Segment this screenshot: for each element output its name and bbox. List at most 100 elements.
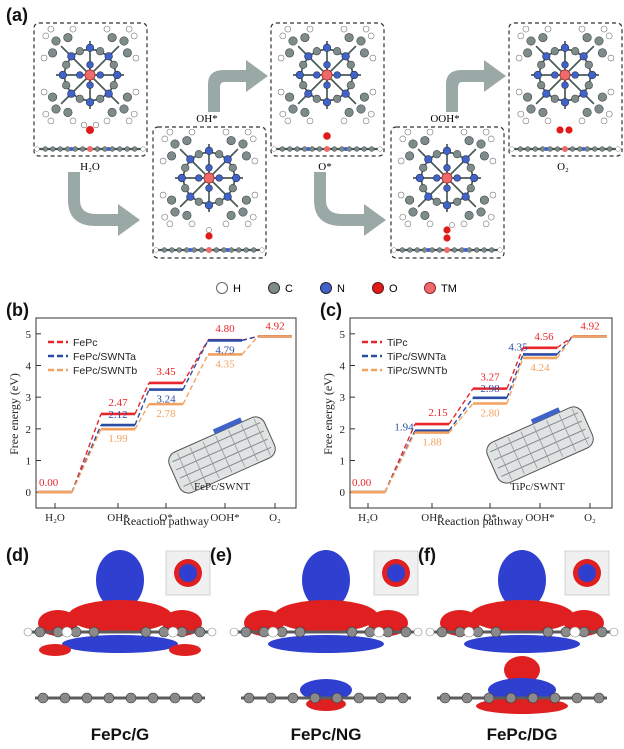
xtick-label-b-1: OH* <box>107 512 128 524</box>
panel-f-label: (f) <box>418 545 436 565</box>
label-ooh: OOH* <box>430 113 459 125</box>
panel-e-charge-density: (e) <box>210 545 424 711</box>
legend-label-b-2: FePc/SWNTb <box>73 365 137 377</box>
ylabel-b: Free energy (eV) <box>7 373 21 455</box>
panel-d-charge-density: (d) <box>6 545 218 705</box>
legend-h: H <box>216 282 241 295</box>
connector-b-s0-1 <box>134 382 150 415</box>
ytick-label-b-0: 0 <box>26 487 32 499</box>
ytick-label-c-3: 3 <box>340 392 346 404</box>
connector-b-s2-1 <box>134 403 150 430</box>
value-label-c-s0-1: 2.15 <box>428 407 448 419</box>
value-label-b-s0-1: 2.47 <box>108 397 128 409</box>
panel-a-label: (a) <box>6 5 28 25</box>
connector-b-s0-0 <box>71 413 102 493</box>
ytick-label-b-5: 5 <box>26 329 32 341</box>
connector-b-s2-3 <box>241 335 259 355</box>
value-label-c-s0-0: 0.00 <box>352 477 372 489</box>
value-label-c-s2-3: 4.24 <box>530 362 550 374</box>
xtick-label-b-2: O* <box>159 512 172 524</box>
connector-c-s0-2 <box>506 347 524 389</box>
panel-e-label: (e) <box>210 545 232 565</box>
xtick-label-b-3: OOH* <box>210 512 239 524</box>
legend-label-c-2: TiPc/SWNTb <box>387 365 447 377</box>
connector-c-s0-1 <box>448 388 474 425</box>
caption-fepc-g: FePc/G <box>91 725 150 744</box>
xtick-label-c-3: OOH* <box>525 512 554 524</box>
value-label-b-s2-2: 2.78 <box>156 408 176 420</box>
value-label-c-s2-1: 1.88 <box>422 437 442 449</box>
connector-b-s2-2 <box>182 354 209 405</box>
value-label-c-s2-2: 2.80 <box>480 408 500 420</box>
xtick-label-b-4: O₂ <box>269 512 281 524</box>
arrow-step-1 <box>68 172 140 236</box>
value-label-b-s2-1: 1.99 <box>108 433 128 445</box>
xtick-label-c-0: H₂O <box>358 512 378 524</box>
panel-b-label: (b) <box>6 300 29 320</box>
value-label-b-s1-3: 4.79 <box>215 344 235 356</box>
connector-c-s2-2 <box>506 357 524 404</box>
structure-box-o <box>270 22 385 157</box>
inset-label-b: FePc/SWNT <box>194 481 251 493</box>
legend-label-c-0: TiPc <box>387 337 408 349</box>
legend-c: C <box>268 282 293 295</box>
structure-box-oh <box>152 126 267 259</box>
ytick-label-b-3: 3 <box>26 392 32 404</box>
xtick-label-c-4: O₂ <box>584 512 596 524</box>
value-label-b-s1-1: 2.12 <box>108 409 127 421</box>
ytick-label-b-4: 4 <box>26 361 32 373</box>
svg-text:N: N <box>337 283 345 295</box>
svg-text:C: C <box>285 283 293 295</box>
connector-c-s0-3 <box>556 335 574 349</box>
connector-c-s2-3 <box>556 335 574 359</box>
value-label-b-s0-3: 4.80 <box>215 323 235 335</box>
connector-b-s2-0 <box>71 428 102 493</box>
ytick-label-c-1: 1 <box>340 456 346 468</box>
value-label-c-s0-3: 4.56 <box>534 331 554 343</box>
caption-fepc-dg: FePc/DG <box>487 725 558 744</box>
connector-b-s1-3 <box>241 335 259 342</box>
arrow-step-4 <box>446 60 506 112</box>
label-o2: O₂ <box>557 161 569 173</box>
value-label-c-s1-1: 1.94 <box>394 422 414 434</box>
chart-c: TiPc/SWNT Free energy (eV) Reaction path… <box>321 317 613 528</box>
xtick-label-b-0: H₂O <box>45 512 65 524</box>
arrow-step-2 <box>208 60 268 112</box>
caption-fepc-ng: FePc/NG <box>291 725 362 744</box>
ytick-label-c-4: 4 <box>340 361 346 373</box>
legend-o: O <box>372 282 398 295</box>
value-label-c-s0-4: 4.92 <box>580 320 599 332</box>
ytick-label-c-5: 5 <box>340 329 346 341</box>
nanotube-inset-c <box>486 406 594 484</box>
structure-box-h2o <box>33 22 148 157</box>
connector-c-s1-3 <box>556 335 574 355</box>
label-h2o: H₂O <box>80 161 100 173</box>
value-label-b-s2-3: 4.35 <box>215 358 235 370</box>
ytick-label-c-2: 2 <box>340 424 346 436</box>
value-label-b-s0-4: 4.92 <box>265 320 284 332</box>
label-o: O* <box>318 161 331 173</box>
xtick-label-c-1: OH* <box>421 512 442 524</box>
panel-d-label: (d) <box>6 545 29 565</box>
connector-b-s0-2 <box>182 339 209 384</box>
atom-legend: H C N O TM <box>216 282 457 295</box>
connector-c-s2-0 <box>384 432 416 493</box>
xlabel-c: Reaction pathway <box>437 514 523 528</box>
value-label-c-s1-2: 2.98 <box>480 383 500 395</box>
ylabel-c: Free energy (eV) <box>321 373 335 455</box>
legend-label-b-1: FePc/SWNTa <box>73 351 136 363</box>
legend-n: N <box>320 282 345 295</box>
arrow-step-3 <box>314 172 386 236</box>
chart-b: FePc/SWNT Free energy (eV) Reaction path… <box>7 317 297 528</box>
connector-c-s2-1 <box>448 403 474 434</box>
legend-label-b-0: FePc <box>73 337 98 349</box>
label-oh: OH* <box>196 113 217 125</box>
svg-text:O: O <box>389 283 398 295</box>
xlabel-b: Reaction pathway <box>123 514 209 528</box>
connector-c-s1-2 <box>506 354 524 399</box>
value-label-c-s0-2: 3.27 <box>480 372 500 384</box>
panel-c-label: (c) <box>320 300 342 320</box>
value-label-b-s0-2: 3.45 <box>156 366 176 378</box>
connector-b-s1-1 <box>134 389 150 426</box>
svg-text:H: H <box>233 283 241 295</box>
